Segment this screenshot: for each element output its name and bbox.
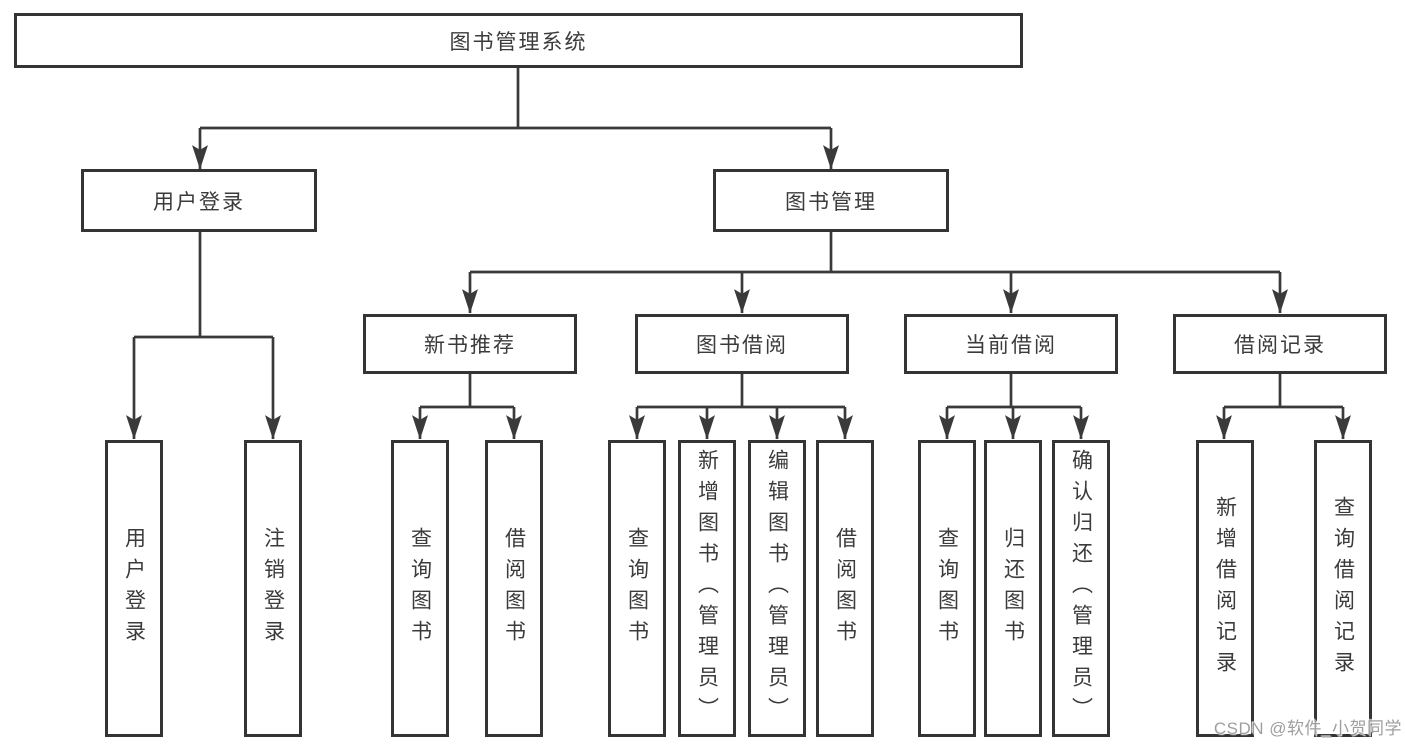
leaf-add-borrow-record-label: 新增借阅记录 [1213,495,1237,682]
leaf-query-borrow-record-label: 查询借阅记录 [1331,495,1355,682]
leaf-edit-books-admin-label: 编辑图书（管理员） [765,449,789,728]
node-book-management-label: 图书管理 [785,190,877,214]
csdn-watermark: CSDN @软件_小贺同学 [1213,719,1402,738]
edge-user-login-split [134,232,273,339]
leaf-return-books: 归还图书 [984,440,1042,737]
leaf-borrow-books-1-label: 借阅图书 [502,526,526,651]
leaf-edit-books-admin: 编辑图书（管理员） [748,440,806,737]
leaf-user-login-label: 用户登录 [122,526,146,651]
node-user-login-label: 用户登录 [153,190,245,214]
edge-book-management-split [470,232,1280,274]
leaf-borrow-books-2-label: 借阅图书 [833,526,857,651]
leaf-user-login: 用户登录 [105,440,163,737]
leaf-logout-login: 注销登录 [244,440,302,737]
leaf-logout-login-label: 注销登录 [261,526,285,651]
leaf-add-books-admin-label: 新增图书（管理员） [695,449,719,728]
edge-borrow-record-split [1224,374,1343,409]
leaf-confirm-return-admin-label: 确认归还（管理员） [1069,449,1093,728]
leaf-query-books-2-label: 查询图书 [625,526,649,651]
edge-book-borrow-split [637,374,845,409]
edge-current-borrow-split [947,374,1081,409]
leaf-add-books-admin: 新增图书（管理员） [678,440,736,737]
leaf-borrow-books-1: 借阅图书 [485,440,543,737]
leaf-query-borrow-record: 查询借阅记录 [1314,440,1372,737]
leaf-query-books-3-label: 查询图书 [935,526,959,651]
node-root-label: 图书管理系统 [449,30,588,54]
node-borrow-record-label: 借阅记录 [1234,334,1326,357]
leaf-query-books-3: 查询图书 [918,440,976,737]
leaf-return-books-label: 归还图书 [1001,526,1025,651]
leaf-query-books-1-label: 查询图书 [408,526,432,651]
node-user-login: 用户登录 [81,169,317,232]
edge-new-book-split [420,374,514,409]
leaf-add-borrow-record: 新增借阅记录 [1196,440,1254,737]
leaf-confirm-return-admin: 确认归还（管理员） [1052,440,1110,737]
leaf-query-books-2: 查询图书 [608,440,666,737]
node-root: 图书管理系统 [14,13,1023,68]
node-borrow-record: 借阅记录 [1173,314,1387,374]
node-book-borrow: 图书借阅 [635,314,849,374]
edge-root-split [200,68,831,130]
leaf-query-books-1: 查询图书 [391,440,449,737]
node-book-borrow-label: 图书借阅 [696,334,788,357]
node-current-borrow: 当前借阅 [904,314,1118,374]
leaf-borrow-books-2: 借阅图书 [816,440,874,737]
node-book-management: 图书管理 [713,169,949,232]
node-new-book-rec: 新书推荐 [363,314,577,374]
node-current-borrow-label: 当前借阅 [965,334,1057,357]
node-new-book-rec-label: 新书推荐 [424,334,516,357]
